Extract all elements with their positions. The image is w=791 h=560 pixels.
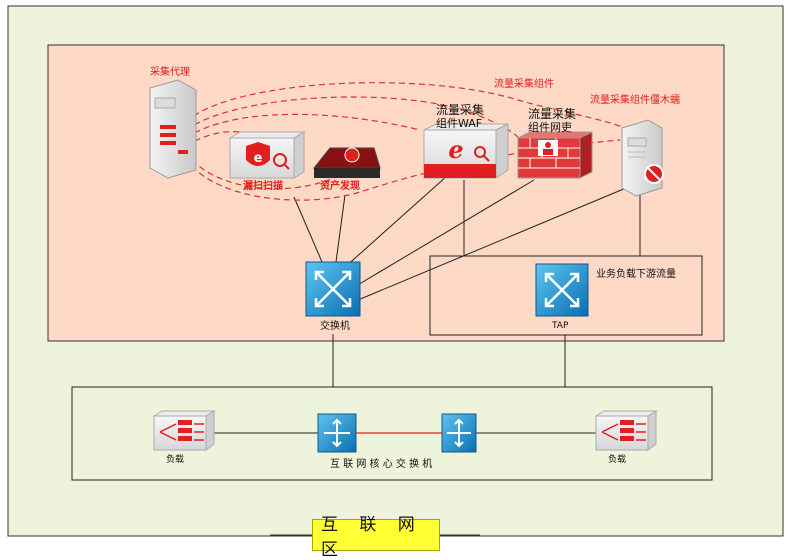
load-balancer-right-icon xyxy=(594,410,658,451)
load-left-label: 负载 xyxy=(166,455,185,465)
connection-lines xyxy=(208,175,641,434)
svg-text:e: e xyxy=(254,151,263,166)
tap-label: TAP xyxy=(552,321,569,331)
tap-box xyxy=(429,255,703,336)
vuln-scan-label: 漏扫扫描 xyxy=(243,181,283,192)
waf-label-line1: 流量采集 xyxy=(436,103,485,117)
agent-label: 采集代理 xyxy=(150,67,190,78)
honeypot-server-icon xyxy=(621,119,664,197)
load-balancer-left-icon xyxy=(152,410,216,451)
vuln-scan-device-icon: e xyxy=(228,131,306,179)
asset-discovery-device-icon xyxy=(312,147,381,178)
svg-text:e: e xyxy=(448,135,463,164)
switch-icon xyxy=(305,261,361,317)
flow-curve-label: 流量采集组件 xyxy=(494,79,554,90)
collection-zone xyxy=(47,44,725,342)
load-right-label: 负载 xyxy=(608,455,627,465)
tap-switch-icon xyxy=(535,263,589,317)
core-switch-label: 互 联 网 核 心 交 换 机 xyxy=(330,459,433,470)
waf-label-line2: 组件WAF xyxy=(436,117,483,130)
tap-box-label: 业务负载下游流量 xyxy=(596,269,676,280)
core-zone xyxy=(71,386,713,481)
core-switch-left-icon xyxy=(317,413,357,453)
waf-device-icon: e xyxy=(423,123,509,179)
agent-server-icon xyxy=(149,79,197,179)
honeypot-label: 流量采集组件僵木蠕 xyxy=(590,95,680,106)
firewall-label-line1: 流量采集 xyxy=(528,107,577,121)
asset-discovery-label: 资产发现 xyxy=(320,181,360,192)
switch-label: 交换机 xyxy=(320,321,350,332)
firewall-device-icon xyxy=(517,131,593,179)
core-switch-right-icon xyxy=(441,413,477,453)
outer-zone-label: 互 联 网 区 xyxy=(312,515,440,560)
firewall-label-line2: 组件网吏 xyxy=(528,121,572,134)
